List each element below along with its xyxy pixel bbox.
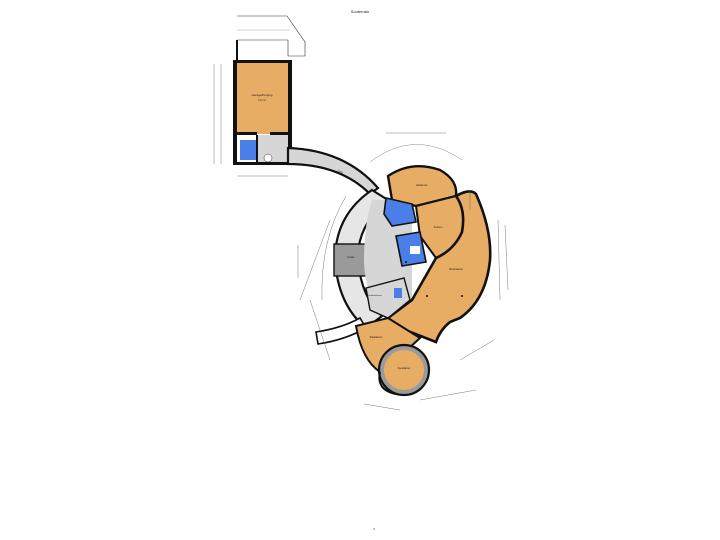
woonkamer-room: Woonkamer <box>385 190 492 344</box>
speelkamer-room: Speelkamer <box>377 343 431 397</box>
studeer-room: Studeerkamer <box>365 277 411 319</box>
kelder-room: Kelder <box>333 243 367 277</box>
corridor-label: Gang <box>337 170 344 174</box>
eetkamer-label: Eetkamer <box>416 183 427 187</box>
shed-outline <box>236 15 306 62</box>
floor-title: Souterrain <box>351 9 369 14</box>
garage-label: Garage/berging <box>252 93 273 97</box>
curved-corridor: Gang <box>286 146 380 196</box>
dimension-lines <box>213 64 509 411</box>
keuken-label: Keuken <box>434 226 443 229</box>
slaapkamer-label: Slaapkamer <box>370 336 383 339</box>
markers <box>373 261 463 530</box>
bath-mid-lower <box>395 231 427 267</box>
speelkamer-label: Speelkamer <box>398 367 411 370</box>
garage-room: Garage/berging 14.2 m² <box>233 60 292 164</box>
garage-lower-rooms <box>233 135 292 165</box>
studeer-label: Studeerkamer <box>368 294 382 297</box>
woonkamer-label: Woonkamer <box>449 267 463 271</box>
bath-mid-upper <box>383 197 417 227</box>
garage-area: 14.2 m² <box>258 99 266 102</box>
kelder-label: Kelder <box>348 256 355 259</box>
